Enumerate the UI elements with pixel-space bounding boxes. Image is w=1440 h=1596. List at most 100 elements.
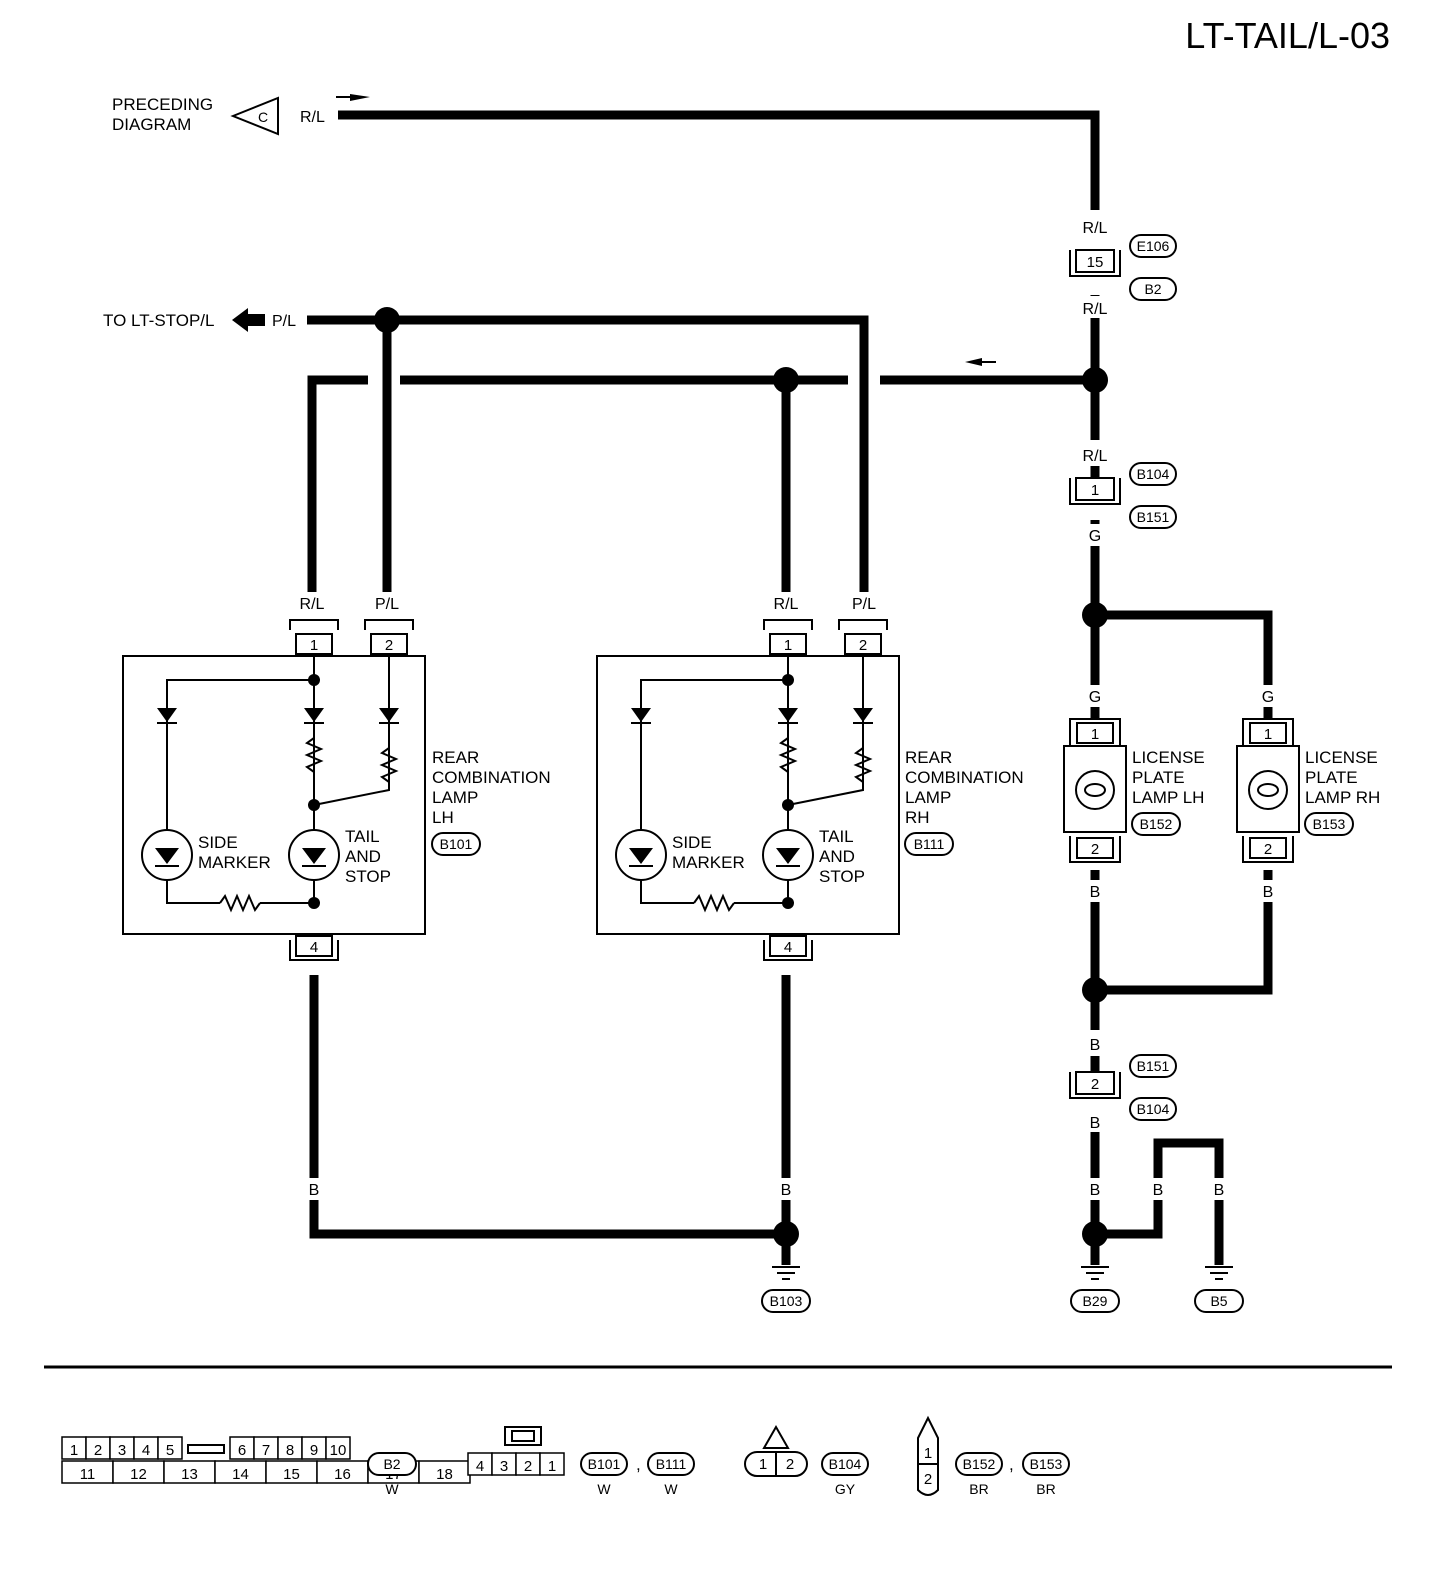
lamp-name-label: REAR [905,748,952,767]
connector-color: W [597,1481,611,1497]
license-plate-lamp-lh: G 1 2 B LICENSE PLATE LAMP LH B152 [1063,685,1205,902]
pin-number: 3 [500,1458,508,1475]
pin-number: 2 [859,637,867,654]
wire-label: P/L [375,596,399,613]
pin-number: 4 [310,939,318,956]
pin-number: 7 [262,1442,270,1459]
pin-number: 18 [436,1466,453,1483]
pin-number: 11 [80,1466,96,1483]
wire-label: R/L [1083,220,1108,237]
pin-number: 1 [548,1458,556,1475]
pin-number: 1 [784,637,792,654]
wire-label: B [781,984,792,1001]
pin-number: 1 [1264,726,1272,743]
connector-id: B153 [1313,816,1346,832]
lamp-name-label: LAMP [905,788,951,807]
wire-label: B [1090,1037,1101,1054]
connector-id: B5 [1210,1293,1227,1309]
connector-id: B152 [963,1456,996,1472]
wire-label-to-stop: P/L [272,313,296,330]
ground-icon [772,1266,800,1280]
lamp-name-label: REAR [432,748,479,767]
lamp-name-label: LICENSE [1305,748,1378,767]
connector-color: BR [1036,1481,1055,1497]
connector-color: W [664,1481,678,1497]
separator: , [1009,1455,1014,1474]
connector-id: E106 [1137,238,1170,254]
rear-combination-lamp-lh: R/L P/L 1 2 SIDE MARKER TAIL AN [122,592,551,1200]
wire-label: P/L [852,596,876,613]
license-plate-lamp-rh: G 1 2 B LICENSE PLATE LAMP RH B153 [1236,685,1380,902]
pin-number: 15 [283,1466,300,1483]
preceding-label-1: PRECEDING [112,95,213,114]
connector-color: BR [969,1481,988,1497]
to-stop-label: TO LT-STOP/L [103,311,214,330]
pin-number: 2 [924,1471,932,1488]
pin-number: 2 [786,1456,794,1473]
connector-id: B104 [1137,466,1170,482]
pin-number: 16 [334,1466,351,1483]
lamp-name-label: RH [905,808,930,827]
pin-number: 1 [310,637,318,654]
pin-number: 15 [1087,254,1104,271]
preceding-connector: C [258,109,268,125]
legend-b104: 1 2 B104 GY [744,1424,869,1497]
side-marker-label: MARKER [672,853,745,872]
wire-label-preceding: R/L [300,109,325,126]
rear-combination-lamp-rh: R/L P/L 1 2 SIDE MARKER TAIL AN [596,592,1024,1200]
pin-number: 4 [476,1458,484,1475]
arrow-left-icon [232,308,248,332]
wire-label: G [1262,689,1274,706]
wire-label: B [1214,1182,1225,1199]
pin-number: 1 [759,1456,767,1473]
tail-stop-label: AND [345,847,381,866]
ground-icon [1081,1266,1109,1280]
side-marker-label: SIDE [672,833,712,852]
joint-connector-b151-b104: B 2 B151 B104 B [1069,1030,1177,1132]
lamp-name-label: LH [432,808,454,827]
tail-stop-label: AND [819,847,855,866]
pin-number: 3 [118,1442,126,1459]
wire-label: B [781,1182,792,1199]
pin-number: 4 [784,939,792,956]
pin-number: 8 [286,1442,294,1459]
wire-label: G [1089,528,1101,545]
pin-number: 13 [181,1466,198,1483]
pin-number: 1 [1091,482,1099,499]
connector-id: B2 [383,1456,400,1472]
wire-label: B [309,1182,320,1199]
joint-connector-b104-b151: R/L 1 B104 B151 G [1069,440,1177,546]
connector-id: B103 [770,1293,803,1309]
lamp-name-label: PLATE [1305,768,1358,787]
wire-label: B [1090,884,1101,901]
pin-number: 4 [142,1442,150,1459]
wire-label: R/L [1083,448,1108,465]
preceding-label-2: DIAGRAM [112,115,191,134]
connector-color: W [385,1481,399,1497]
separator: , [636,1455,641,1474]
lamp-name-label: PLATE [1132,768,1185,787]
pin-number: 6 [238,1442,246,1459]
legend-b152-b153: 1 2 B152 BR , B153 BR [917,1415,1070,1497]
connector-id: B151 [1137,509,1170,525]
connector-id: B111 [656,1456,687,1472]
tail-stop-label: STOP [345,867,391,886]
tail-stop-label: TAIL [345,827,380,846]
pin-number: 2 [1264,841,1272,858]
wire-label: B [309,984,320,1001]
pin-number: 12 [130,1466,147,1483]
lamp-name-label: LAMP LH [1132,788,1204,807]
lamp-name-label: COMBINATION [432,768,551,787]
pin-number: 5 [166,1442,174,1459]
lamp-name-label: LAMP RH [1305,788,1380,807]
pin-number: 1 [70,1442,78,1459]
joint-connector-e106-b2: R/L 15 E106 B2 R/L [1069,210,1177,318]
ground-b29: B29 [1070,1266,1120,1313]
pin-number: 9 [310,1442,318,1459]
arrow-left-icon [965,358,982,366]
page-title: LT-TAIL/L-03 [1185,15,1390,56]
wire-label: R/L [774,596,799,613]
main-wires [307,110,1273,1265]
